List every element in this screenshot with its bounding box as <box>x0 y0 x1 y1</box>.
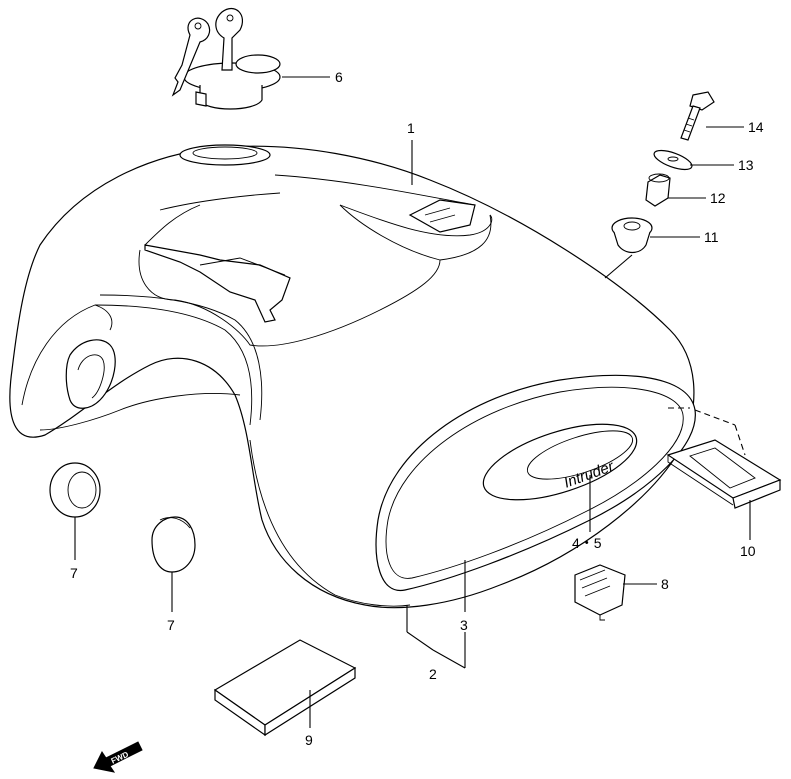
label-part-2: 2 <box>429 666 437 682</box>
label-part-4-5: 4・5 <box>572 535 602 551</box>
grommet-center <box>151 516 196 573</box>
bolt <box>680 91 715 141</box>
label-part-14: 14 <box>748 119 764 135</box>
label-part-8: 8 <box>661 576 669 592</box>
label-part-1: 1 <box>407 120 415 136</box>
key-icon <box>171 17 211 97</box>
fuel-cap-with-keys <box>171 7 281 110</box>
front-stay <box>144 244 291 323</box>
label-part-7-center: 7 <box>167 617 175 633</box>
washer <box>653 149 693 171</box>
rear-bracket <box>408 199 476 233</box>
label-part-10: 10 <box>740 543 756 559</box>
pad <box>213 639 357 737</box>
label-part-11: 11 <box>704 229 719 245</box>
label-part-6: 6 <box>335 69 343 85</box>
leader-lines <box>74 76 751 728</box>
label-part-7-left: 7 <box>70 565 78 581</box>
collar <box>645 173 671 207</box>
rubber-pad <box>666 439 782 509</box>
tunnel-cap <box>65 339 116 409</box>
filler-opening <box>179 144 271 166</box>
part-labels: 1 2 3 4・5 6 7 7 8 9 10 11 12 13 14 <box>70 69 764 748</box>
label-part-3: 3 <box>460 617 468 633</box>
damper-block <box>574 564 626 621</box>
cushion <box>611 217 653 254</box>
label-part-12: 12 <box>710 190 726 206</box>
label-part-13: 13 <box>738 157 754 173</box>
key-icon <box>215 7 243 71</box>
label-part-9: 9 <box>305 732 313 748</box>
forward-arrow-icon: FWD <box>93 741 143 773</box>
grommet-left <box>49 462 101 518</box>
fwd-text: FWD <box>110 750 131 766</box>
